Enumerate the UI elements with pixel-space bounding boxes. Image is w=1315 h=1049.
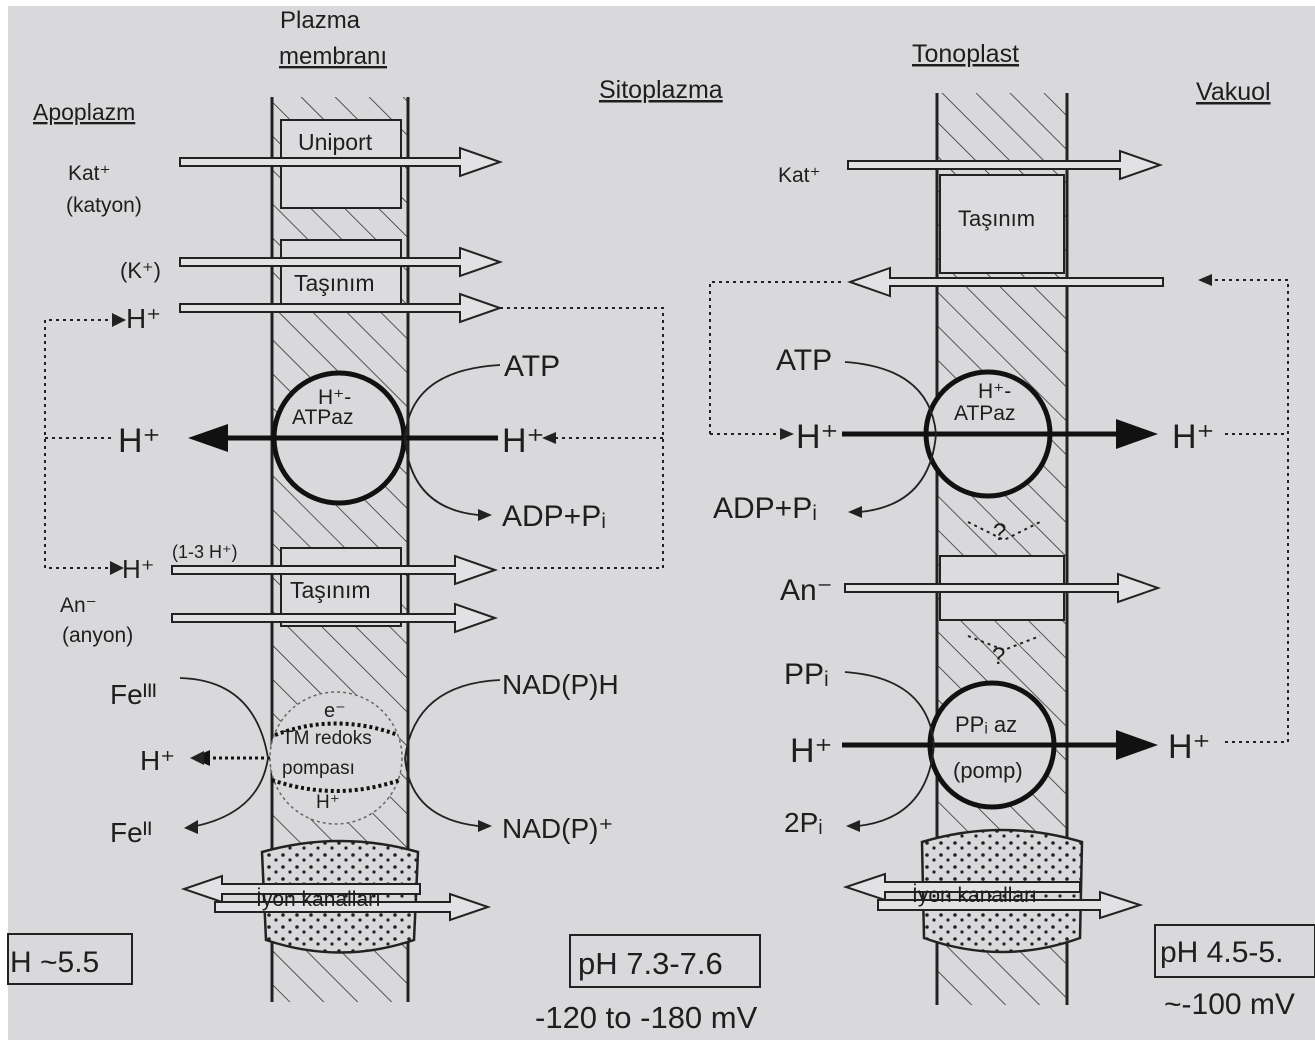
symport-h-arrow: [171, 554, 499, 586]
right-ppase: [842, 671, 1158, 832]
tono-question-bottom: ?: [992, 643, 1005, 670]
header-tonoplast: Tonoplast: [912, 40, 1019, 68]
apo-h-main: H⁺: [118, 422, 161, 460]
apo-h-symport: H⁺: [122, 554, 155, 584]
anion-arrow: [171, 602, 499, 634]
atpase-left-2: ATPaz: [292, 406, 353, 429]
header-vacuole: Vakuol: [1196, 78, 1271, 106]
vacuole-ph: pH 4.5-5.: [1160, 936, 1283, 969]
redox-label-1: e⁻: [324, 700, 346, 722]
tono-h-left: H⁺: [796, 418, 839, 456]
tono-question-top: ?: [993, 519, 1006, 546]
cytoplasm-ph: pH 7.3-7.6: [578, 946, 723, 981]
atpase-left-1: H⁺-: [318, 386, 351, 409]
left-redox-pump: [179, 677, 501, 834]
cytoplasm-potential: -120 to -180 mV: [535, 1000, 758, 1035]
tono-anion: An⁻: [780, 574, 833, 607]
apo-h-redox: H⁺: [140, 745, 175, 776]
redox-label-3: pompası: [282, 758, 355, 779]
apo-anion: An⁻: [60, 594, 97, 617]
apo-anion-note: (anyon): [62, 624, 133, 647]
dotted-arrowheads: [110, 274, 1212, 765]
cytoplasm-ph-box: [569, 934, 761, 988]
apo-cation-note: (katyon): [66, 194, 142, 217]
right-channels-label: İyon kanalları: [912, 884, 1037, 907]
cyto-atp-left: ATP: [504, 350, 560, 383]
transport-top-label: Taşınım: [294, 270, 375, 296]
ppase-label-2: (pomp): [953, 758, 1023, 783]
cyto-nadp: NAD(P)⁺: [502, 813, 613, 844]
tono-transport-label: Taşınım: [958, 206, 1035, 231]
plasma-membrane: [260, 97, 420, 1002]
tono-ppi: PPᵢ: [784, 658, 829, 691]
tono-h-ppase: H⁺: [790, 732, 833, 770]
header-apoplast: Apoplazm: [33, 99, 135, 125]
potassium-arrow: [179, 246, 504, 278]
uniport-label: Uniport: [298, 129, 373, 155]
apo-cation: Kat⁺: [68, 162, 111, 185]
left-atpase: [188, 364, 501, 521]
ppase-label-1: PPᵢ az: [955, 712, 1017, 737]
vac-h-top: H⁺: [1172, 418, 1215, 456]
vacuole-ph-box: [1154, 924, 1315, 978]
tonoplast-antiport-arrow: [846, 266, 1164, 298]
apo-fe2: Feᴵᴵ: [110, 817, 152, 848]
left-transport-arrows: [171, 146, 504, 922]
cyto-h-in: H⁺: [502, 422, 545, 460]
uniport-arrow: [179, 146, 504, 178]
tonoplast-cation-arrow: [847, 149, 1164, 181]
apo-h-top: H⁺: [126, 303, 161, 334]
dotted-loops: [44, 279, 1289, 743]
right-channel-arrow-in: [877, 890, 1144, 920]
left-channel-arrow-out: [180, 874, 421, 904]
transport-mid-label: Taşınım: [290, 577, 371, 603]
tonoplast-anion-arrow: [844, 572, 1162, 604]
right-atpase: [842, 361, 1158, 518]
cyto-adp-left: ADP+Pᵢ: [502, 500, 606, 533]
apoplast-ph: H ~5.5: [10, 946, 99, 979]
tono-adp: ADP+Pᵢ: [713, 492, 817, 525]
apo-fe3: Feᴵᴵᴵ: [110, 679, 157, 710]
left-channel-arrow-in: [214, 892, 492, 922]
header-cytoplasm: Sitoplazma: [599, 76, 723, 104]
header-plasma-1: Plazma: [280, 7, 361, 34]
apoplast-ph-box: [7, 933, 133, 985]
header-plasma-2: membranı: [279, 43, 387, 70]
right-channel-arrow-out: [842, 872, 1081, 902]
redox-label-2: TM redoks: [282, 728, 372, 749]
cyto-nadph: NAD(P)H: [502, 669, 619, 700]
vacuole-potential: ~-100 mV: [1164, 988, 1295, 1021]
tono-cation: Kat⁺: [778, 164, 821, 187]
left-channels-label: İyon kanalları: [256, 888, 381, 911]
apo-potassium: (K⁺): [120, 258, 161, 283]
atpase-right-1: H⁺-: [978, 380, 1011, 403]
vac-h-bottom: H⁺: [1168, 728, 1211, 766]
apo-h-symport-note: (1-3 H⁺): [172, 542, 238, 562]
atpase-right-2: ATPaz: [954, 402, 1015, 425]
proton-symport-arrow: [179, 292, 504, 324]
redox-label-4: H⁺: [316, 792, 340, 813]
tono-atp: ATP: [776, 344, 832, 377]
right-transport-arrows: [842, 149, 1164, 920]
tono-two-pi: 2Pᵢ: [784, 807, 823, 838]
